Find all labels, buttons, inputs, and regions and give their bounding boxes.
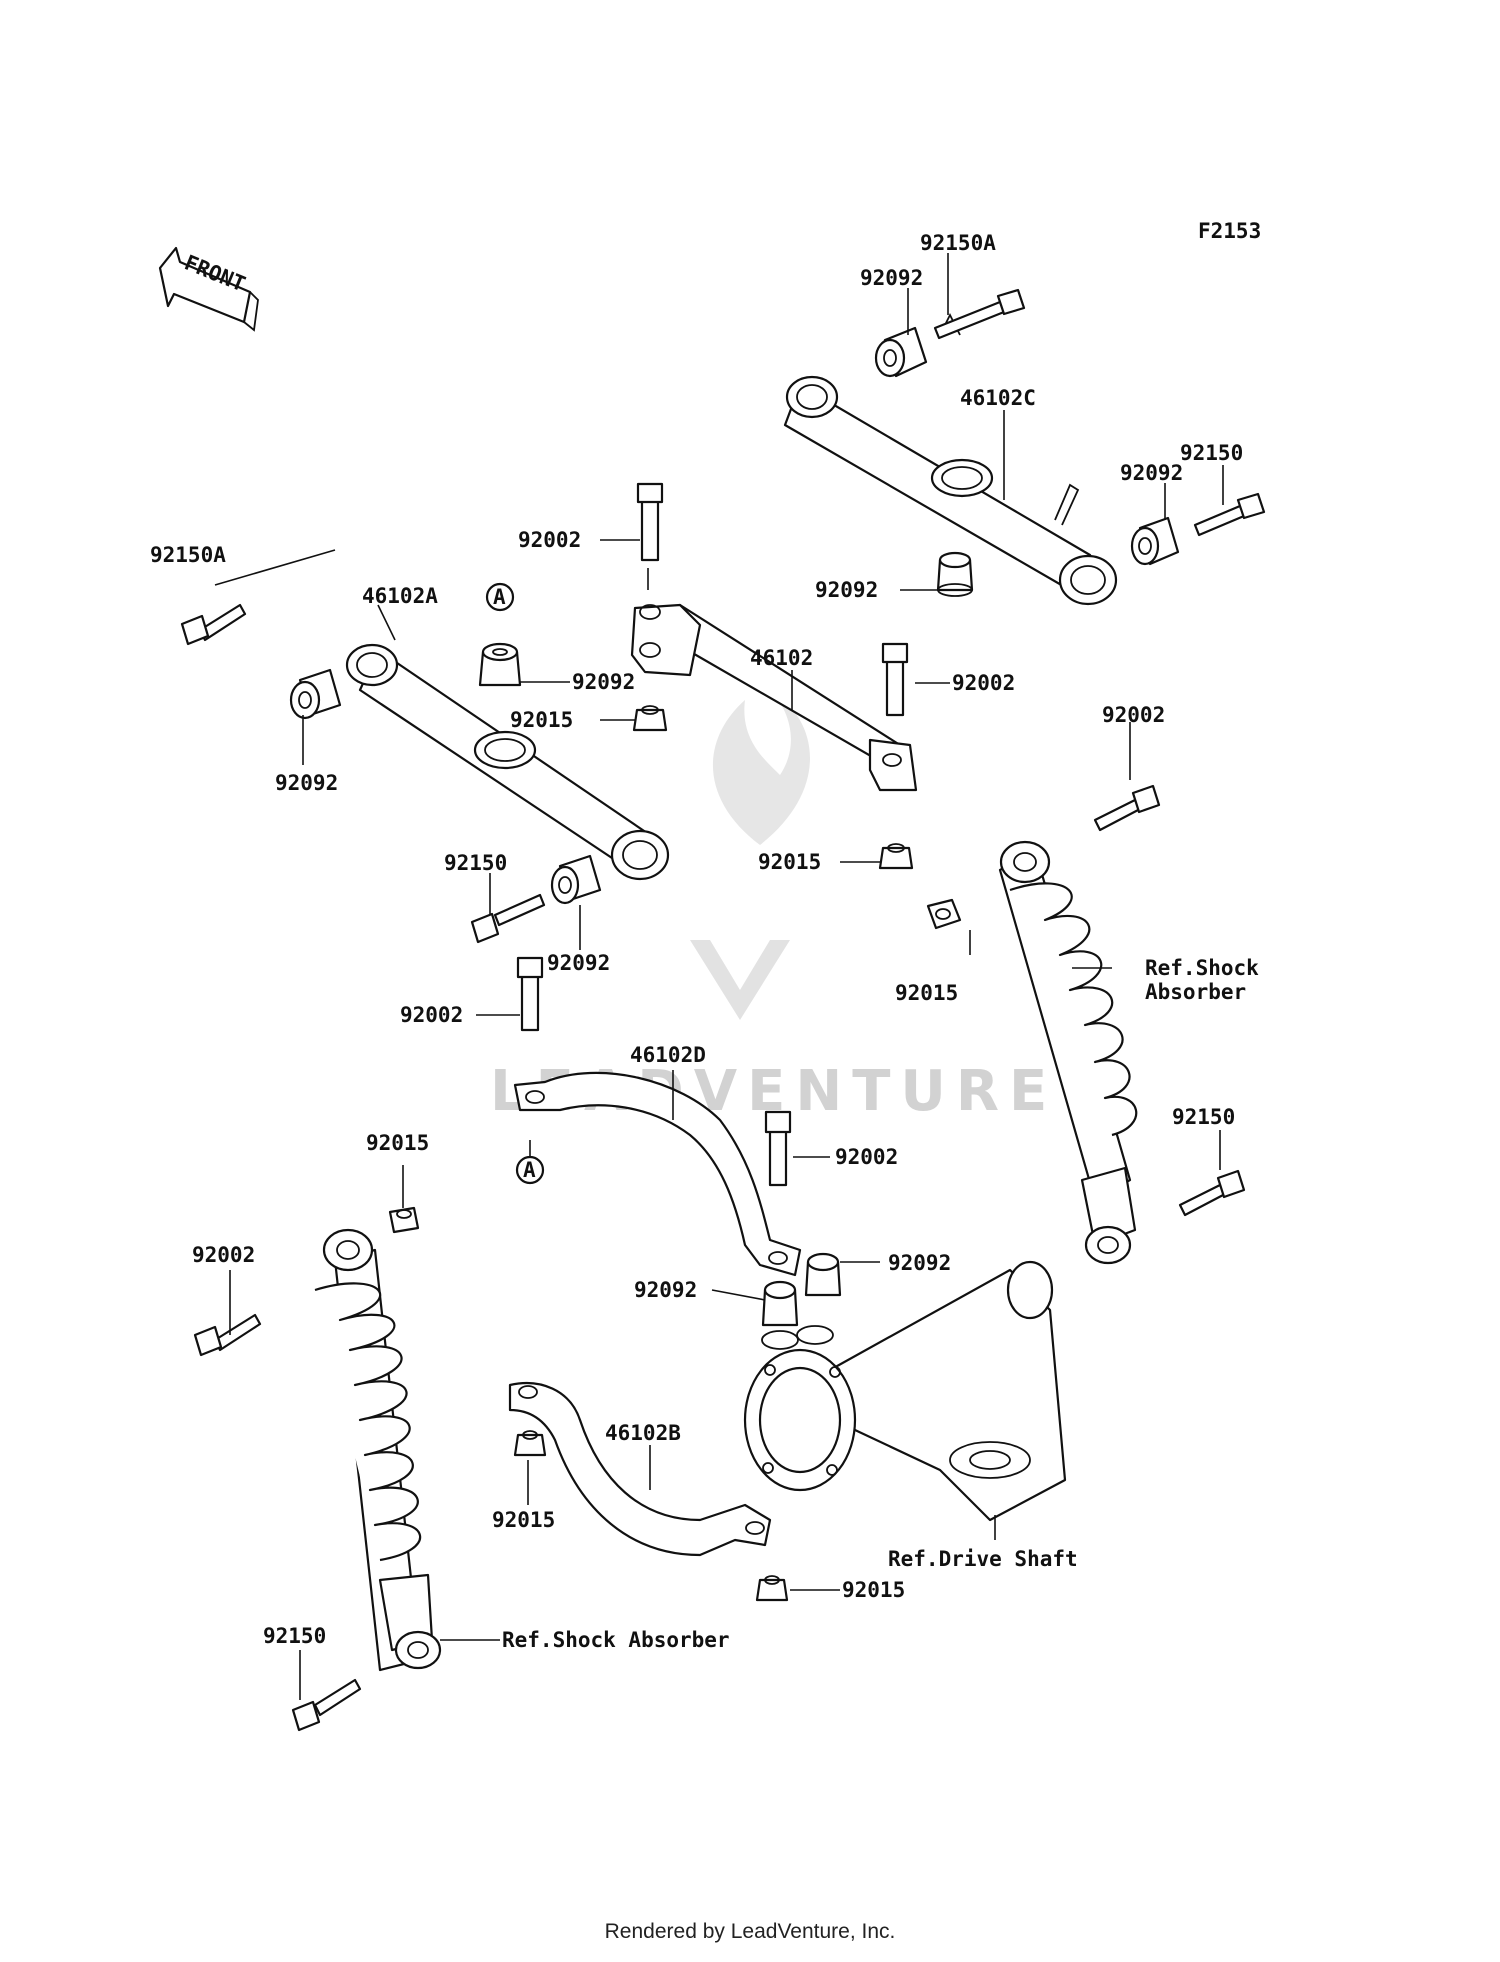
label-46102C: 46102C	[960, 386, 1036, 410]
nut-92015-c	[926, 898, 962, 930]
label-92092-mid: 92092	[572, 670, 635, 694]
nut-92015-b	[878, 843, 914, 870]
shock-absorber-left	[314, 1228, 442, 1672]
ref-shock-right-line1: Ref.Shock	[1145, 956, 1259, 980]
label-92015-c: 92015	[895, 981, 958, 1005]
nut-92015-a	[632, 705, 668, 732]
bolt-92150A-left	[180, 603, 247, 646]
label-92002-b: 92002	[952, 671, 1015, 695]
label-92002-d: 92002	[400, 1003, 463, 1027]
bolt-92002-b	[881, 642, 909, 717]
label-92002-e: 92002	[835, 1145, 898, 1169]
bolt-92150-ls	[291, 1678, 362, 1732]
label-46102: 46102	[750, 646, 813, 670]
label-92150-right: 92150	[1180, 441, 1243, 465]
bushing-92092-top	[874, 326, 928, 378]
stay-46102B	[508, 1381, 772, 1557]
label-92150-mid: 92150	[444, 851, 507, 875]
label-46102A: 46102A	[362, 584, 438, 608]
part-labels: 92150A 92092 46102C 92150 92092 92002 92…	[150, 231, 1243, 1648]
label-92015-d: 92015	[366, 1131, 429, 1155]
svg-text:A: A	[523, 1158, 536, 1182]
label-92015-e: 92015	[492, 1508, 555, 1532]
label-92150-ls: 92150	[263, 1624, 326, 1648]
bolt-92002-c	[516, 956, 544, 1032]
label-92092-right: 92092	[1120, 461, 1183, 485]
bushing-92092-low	[550, 854, 602, 905]
label-92150-rs: 92150	[1172, 1105, 1235, 1129]
figure-code: F2153	[1198, 219, 1261, 243]
bolt-92150A-top	[933, 288, 1026, 340]
label-46102D: 46102D	[630, 1043, 706, 1067]
bolt-92002-f	[193, 1313, 262, 1357]
label-92015-a: 92015	[510, 708, 573, 732]
ref-shock-right-line2: Absorber	[1145, 980, 1246, 1004]
label-92002-c: 92002	[1102, 703, 1165, 727]
label-92015-b: 92015	[758, 850, 821, 874]
drive-shaft-housing	[743, 1260, 1067, 1522]
ref-drive-shaft: Ref.Drive Shaft	[888, 1547, 1078, 1571]
reference-labels: Ref.Shock Absorber Ref.Drive Shaft Ref.S…	[502, 956, 1259, 1652]
label-92092-e: 92092	[888, 1251, 951, 1275]
callout-a-lower: A	[515, 1155, 545, 1185]
bushing-92092-f	[761, 1280, 799, 1327]
bolt-92150-right	[1193, 492, 1266, 537]
svg-text:A: A	[493, 585, 506, 609]
nut-92015-f	[755, 1575, 789, 1602]
label-92092-low: 92092	[547, 951, 610, 975]
label-92092-left: 92092	[275, 771, 338, 795]
leadventure-watermark: LEADVENTURE	[490, 690, 1047, 1124]
bushing-92092-mid	[478, 642, 522, 687]
ref-shock-left: Ref.Shock Absorber	[502, 1628, 730, 1652]
bushing-92092-under-arm	[936, 551, 974, 597]
bolt-92150-mid	[470, 893, 546, 944]
label-92150A-left: 92150A	[150, 543, 226, 567]
leader-lines	[214, 253, 1224, 1700]
bolt-92002-d	[764, 1110, 792, 1187]
bolt-92002-e	[1093, 784, 1161, 832]
nut-92015-d	[388, 1206, 420, 1234]
label-46102B: 46102B	[605, 1421, 681, 1445]
label-92092-top: 92092	[860, 266, 923, 290]
label-92002-f: 92002	[192, 1243, 255, 1267]
label-92092-under-arm: 92092	[815, 578, 878, 602]
link-46102	[630, 603, 918, 792]
nut-92015-e	[513, 1430, 547, 1457]
label-92092-f: 92092	[634, 1278, 697, 1302]
bolt-92002-a	[636, 482, 664, 562]
rear-arm-46102A	[345, 643, 670, 881]
bushing-92092-left	[289, 668, 342, 720]
label-92002-a: 92002	[518, 528, 581, 552]
bushing-92092-e	[804, 1252, 842, 1297]
label-92150A-top: 92150A	[920, 231, 996, 255]
stay-46102D	[513, 1071, 802, 1277]
bolt-92150-rs	[1178, 1169, 1246, 1217]
front-direction-arrow: FRONT	[158, 246, 259, 332]
bushing-92092-right	[1130, 516, 1180, 566]
footer-credit: Rendered by LeadVenture, Inc.	[604, 1920, 896, 1943]
label-92015-f: 92015	[842, 1578, 905, 1602]
shock-absorber-right	[998, 840, 1138, 1265]
callout-a-upper: A	[485, 582, 515, 612]
